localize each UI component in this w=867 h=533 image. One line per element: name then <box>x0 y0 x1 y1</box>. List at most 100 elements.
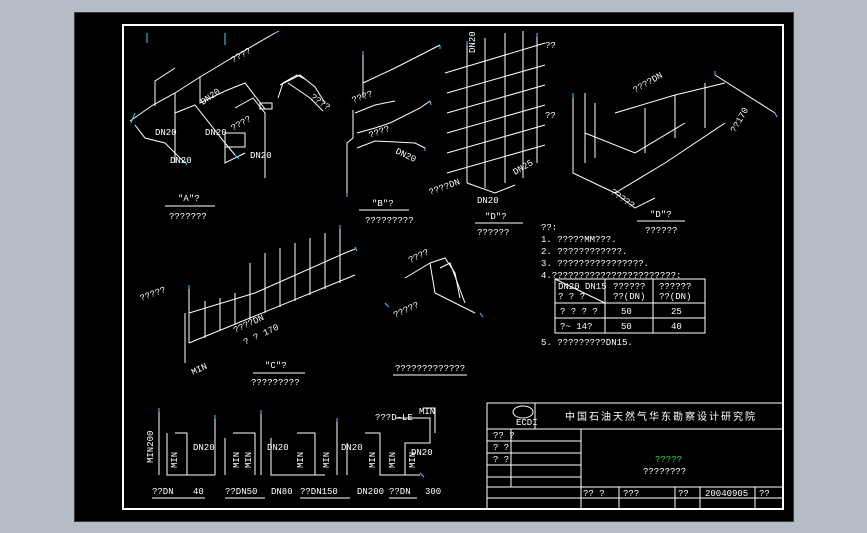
view-b-label-1: ???? <box>351 89 375 106</box>
detail-misc-1: MIN200 <box>146 431 156 463</box>
title-block-bottom-3: ?? <box>678 489 689 499</box>
detail-label-6: DN200 <box>357 487 384 497</box>
table-cell-r1c2: 50 <box>621 307 632 317</box>
note-4: 4.???????????????????????: <box>541 271 681 281</box>
cad-drawing-frame: ???? DN20 DN20 ???? DN20 DN20 ???? DN20 … <box>74 12 794 522</box>
view-c-label-4: MIN <box>190 362 209 378</box>
drawing-name: ???????? <box>643 467 686 477</box>
detail-elevations: MIN200 DN20 MIN MIN DN20 MIN MIN DN20 MI… <box>146 407 441 499</box>
title-block-bottom-2: ??? <box>623 489 639 499</box>
view-d-left-label-5: ?? <box>545 41 556 51</box>
table-cell-r1c1: ? ? ? ? <box>560 307 598 317</box>
view-a-label-2: DN20 <box>199 87 222 108</box>
view-b-label-3: DN20 <box>394 147 418 165</box>
view-d-right-label-2: ??170 <box>729 106 751 134</box>
view-d-left: DN20 DN20 ????DN DN25 ?? ?? "D"? ?????? <box>428 31 556 238</box>
view-d-right-label-3: ????? <box>608 187 636 211</box>
detail-misc-6: MIN <box>244 452 254 468</box>
detail-label-5: ??DN150 <box>300 487 338 497</box>
drawing-border <box>122 24 784 510</box>
view-e: ???? ????? ????????????? <box>384 248 484 376</box>
detail-misc-13: MIN <box>419 407 435 417</box>
title-block-left-1: ?? ? <box>493 431 515 441</box>
view-e-label-2: ????? <box>392 300 421 320</box>
view-e-label-1: ???? <box>407 248 431 266</box>
view-b: ???? ???? DN20 "B"? ????????? <box>346 44 441 226</box>
detail-misc-15: MIN <box>408 452 418 468</box>
table-cell-r2c3: 40 <box>671 322 682 332</box>
detail-label-1: ??DN <box>152 487 174 497</box>
title-block-left-2: ? ? <box>493 443 509 453</box>
note-1: 1. ?????MM???. <box>541 235 617 245</box>
view-b-subtitle: ????????? <box>365 216 414 226</box>
view-d-right-label-1: ????DN <box>632 71 665 96</box>
detail-label-3: ??DN50 <box>225 487 257 497</box>
drawing-date: 20040905 <box>705 489 748 499</box>
table-header-2: ?????? <box>613 282 645 292</box>
table-cell-r1c3: 25 <box>671 307 682 317</box>
detail-label-4: DN80 <box>271 487 293 497</box>
title-block-bottom-5: ?? <box>759 489 770 499</box>
view-a-title: "A"? <box>178 194 200 204</box>
view-a: ???? DN20 DN20 ???? DN20 DN20 ???? DN20 … <box>129 30 332 222</box>
view-d-left-label-1: DN20 <box>468 31 478 53</box>
note-3: 3. ????????????????. <box>541 259 649 269</box>
title-block: ECDI 中国石油天然气华东勘察设计研究院 ?? ? ? ? ? ? ?????… <box>486 402 784 510</box>
pipe-size-table: DN20 DN15 ? ? ? ?????? ??(DN) ?????? ??(… <box>554 278 706 334</box>
view-d-right-title: "D"? <box>650 210 672 220</box>
title-block-left-3: ? ? <box>493 455 509 465</box>
company-logo: ECDI <box>512 405 538 428</box>
view-e-subtitle: ????????????? <box>395 364 465 374</box>
view-a-subtitle: ??????? <box>169 212 207 222</box>
view-d-left-subtitle: ?????? <box>477 228 509 238</box>
detail-misc-10: MIN <box>368 452 378 468</box>
detail-misc-3: MIN <box>170 452 180 468</box>
detail-misc-2: DN20 <box>193 443 215 453</box>
detail-label-8: 300 <box>425 487 441 497</box>
project-name: ????? <box>655 455 682 465</box>
view-b-label-2: ???? <box>368 124 392 141</box>
note-2: 2. ????????????. <box>541 247 627 257</box>
detail-misc-9: MIN <box>322 452 332 468</box>
view-d-right: ????DN ??170 ????? "D"? ?????? <box>572 71 778 236</box>
notes-block: ??: 1. ?????MM???. 2. ????????????. 3. ?… <box>541 223 681 348</box>
view-c: ????? ????DN ? ? 170 MIN "C"? ????????? <box>139 225 358 388</box>
view-d-left-label-6: ?? <box>545 111 556 121</box>
detail-misc-7: MIN <box>296 452 306 468</box>
title-block-bottom-1: ?? ? <box>583 489 605 499</box>
detail-misc-5: DN20 <box>267 443 289 453</box>
view-b-title: "B"? <box>372 199 394 209</box>
detail-misc-11: DN20 <box>411 448 433 458</box>
view-d-right-subtitle: ?????? <box>645 226 677 236</box>
table-header-1-sub: ? ? ? <box>558 292 585 302</box>
detail-misc-4: MIN <box>232 452 242 468</box>
view-a-label-4: ???? <box>230 114 254 133</box>
table-header-3: ?????? <box>659 282 691 292</box>
view-a-label-1: ???? <box>230 46 254 65</box>
note-5: 5. ?????????DN15. <box>541 338 633 348</box>
view-a-label-6: DN20 <box>250 151 272 161</box>
view-a-label-3: DN20 <box>155 128 177 138</box>
detail-misc-8: DN20 <box>341 443 363 453</box>
table-header-2-sub: ??(DN) <box>613 292 645 302</box>
detail-label-7: ??DN <box>389 487 411 497</box>
table-header-3-sub: ??(DN) <box>659 292 691 302</box>
table-cell-r2c1: ?~ 14? <box>560 322 592 332</box>
view-c-subtitle: ????????? <box>251 378 300 388</box>
view-a-label-8: DN20 <box>170 156 192 166</box>
table-cell-r2c2: 50 <box>621 322 632 332</box>
view-c-title: "C"? <box>265 361 287 371</box>
view-d-left-title: "D"? <box>485 212 507 222</box>
view-c-label-1: ????? <box>139 285 168 304</box>
view-d-left-label-2: DN20 <box>477 196 499 206</box>
detail-misc-14: MIN <box>388 452 398 468</box>
view-a-label-7: ???? <box>308 92 331 113</box>
notes-header: ??: <box>541 223 557 233</box>
detail-label-2: 40 <box>193 487 204 497</box>
view-d-left-label-3: ????DN <box>428 177 462 197</box>
company-logo-text: ECDI <box>516 418 538 428</box>
detail-misc-12: ???D-LE <box>375 413 413 423</box>
view-a-label-5: DN20 <box>205 128 227 138</box>
table-header-1: DN20 DN15 <box>558 282 607 292</box>
company-name: 中国石油天然气华东勘察设计研究院 <box>565 410 757 423</box>
